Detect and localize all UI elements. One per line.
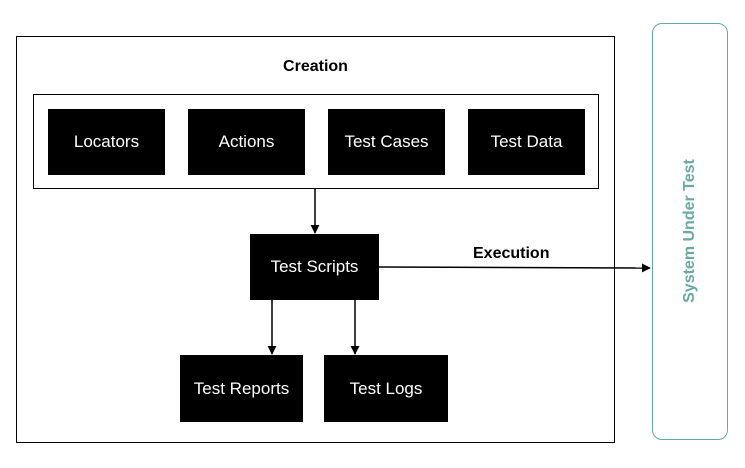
creation-components-group [33, 94, 599, 189]
execution-label: Execution [473, 245, 550, 262]
node-locators: Locators [48, 109, 165, 175]
node-test-data: Test Data [468, 109, 585, 175]
arrow-scripts-to-system-under-test [378, 263, 651, 273]
node-test-reports: Test Reports [180, 355, 303, 422]
node-test-cases: Test Cases [328, 109, 445, 175]
system-under-test-container [652, 23, 728, 440]
creation-container [16, 36, 615, 443]
node-actions: Actions [188, 109, 305, 175]
node-test-scripts: Test Scripts [250, 234, 379, 300]
creation-title: Creation [283, 58, 348, 75]
node-test-logs: Test Logs [324, 355, 448, 422]
